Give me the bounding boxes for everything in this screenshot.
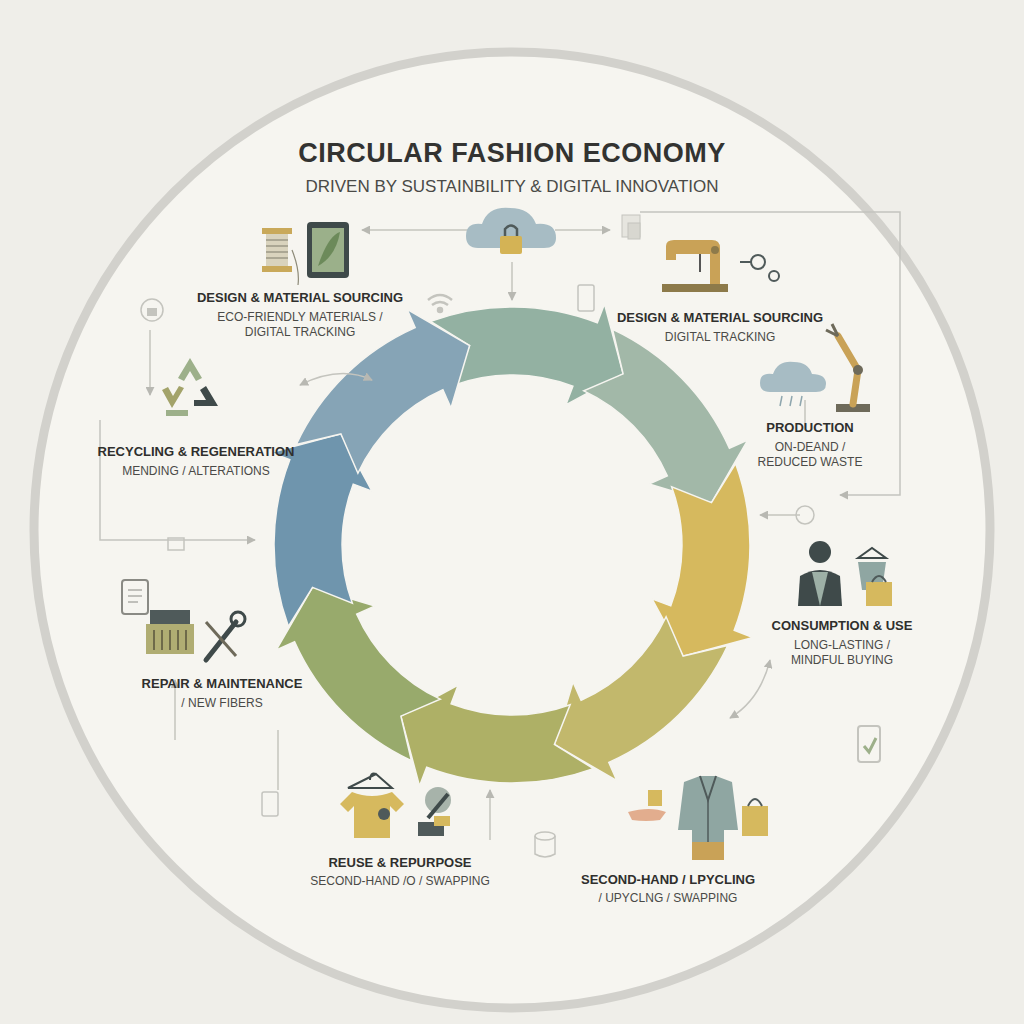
stage-heading: RECYCLING & REGENERATION <box>98 444 295 460</box>
cloud-icon <box>760 362 826 406</box>
person-icon <box>798 541 842 606</box>
stage-detail: ECO-FRIENDLY MATERIALS / DIGITAL TRACKIN… <box>210 310 390 340</box>
tablet-icon <box>307 222 349 278</box>
shopping-bag-icon <box>742 799 768 836</box>
wrench-icon <box>206 612 245 660</box>
hanger-bag-icon <box>858 548 892 606</box>
stage-detail: MENDING / ALTERATIONS <box>122 464 270 479</box>
stage-detail: ON-DEAND / REDUCED WASTE <box>755 440 865 470</box>
document-icon <box>622 215 640 239</box>
stage-detail: DIGITAL TRACKING <box>665 330 775 345</box>
stage-detail: / UPYCLNG / SWAPPING <box>599 891 738 906</box>
lock-badge-icon <box>141 299 163 321</box>
wifi-icon <box>428 295 452 312</box>
gear-icon <box>740 255 779 281</box>
phone-icon <box>858 726 880 762</box>
cycle-arrows <box>271 304 753 786</box>
database-icon <box>535 832 555 857</box>
subtitle: DRIVEN BY SUSTAINBILITY & DIGITAL INNOVA… <box>305 176 718 197</box>
stage-heading: REUSE & REPURPOSE <box>328 855 471 871</box>
stage-heading: DESIGN & MATERIAL SOURCING <box>197 290 403 306</box>
stage-detail: SECOND-HAND /O / SWAPPING <box>310 874 490 889</box>
stage-heading: SECOND-HAND / LPYCLING <box>581 872 755 888</box>
cycle-arrow-segment <box>584 329 748 502</box>
stage-detail: LONG-LASTING / MINDFUL BUYING <box>777 638 907 668</box>
title: CIRCULAR FASHION ECONOMY <box>298 137 726 171</box>
recycling-symbol <box>162 358 218 416</box>
stage-detail: / NEW FIBERS <box>181 696 262 711</box>
hand-icon <box>628 790 666 821</box>
stage-heading: REPAIR & MAINTENANCE <box>142 676 303 692</box>
badge-icon <box>796 506 814 524</box>
phone-icon <box>262 792 278 816</box>
robot-arm-icon <box>826 324 870 412</box>
outer-circle <box>34 52 990 1008</box>
flow-lines <box>100 212 900 840</box>
globe-wrench-icon <box>418 787 451 836</box>
stage-heading: CONSUMPTION & USE <box>772 618 913 634</box>
cloud-lock-icon <box>466 208 556 254</box>
cycle-arrow-segment <box>276 587 440 760</box>
sewing-machine-icon <box>662 240 728 292</box>
shirt-hanger-icon <box>340 774 404 838</box>
jacket-icon <box>678 776 738 860</box>
spool-icon <box>262 228 298 285</box>
shredder-icon <box>146 610 194 654</box>
phone-icon <box>578 285 594 311</box>
stage-heading: DESIGN & MATERIAL SOURCING <box>617 310 823 326</box>
screen-icon <box>168 538 184 550</box>
stage-heading: PRODUCTION <box>766 420 853 436</box>
cycle-arrow-segment <box>554 617 727 781</box>
document-tablet-icon <box>122 580 148 614</box>
